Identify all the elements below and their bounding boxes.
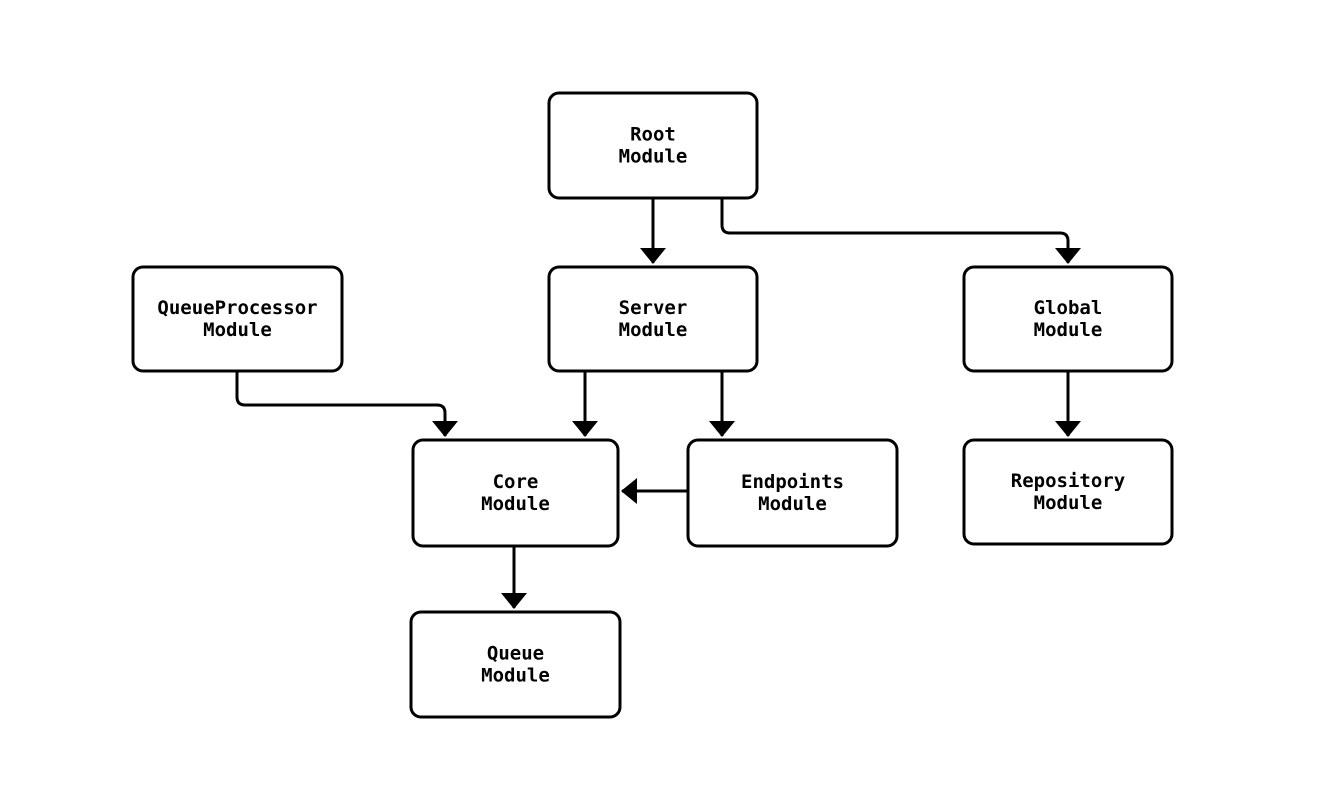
edge-root-to-global	[720, 198, 1081, 264]
node-box-repository	[962, 438, 1174, 546]
edges-layer	[235, 198, 1081, 609]
edge-queueprocessor-to-core	[235, 371, 458, 437]
node-box-global	[962, 265, 1174, 373]
node-box-queueprocessor	[131, 265, 344, 373]
node-label-line: Queue	[487, 643, 544, 665]
node-label-line: Root	[630, 124, 676, 146]
node-label-line: Module	[758, 493, 827, 515]
node-label-line: Module	[481, 493, 550, 515]
node-label-line: Module	[619, 146, 688, 168]
node-box-server	[547, 265, 759, 373]
node-label-line: Endpoints	[741, 471, 844, 493]
node-box-root	[547, 91, 759, 200]
node-box-core	[411, 438, 620, 548]
node-label-line: Module	[619, 319, 688, 341]
node-label-line: Core	[493, 471, 539, 493]
node-label-line: Global	[1034, 297, 1103, 319]
node-label-line: Module	[203, 319, 272, 341]
node-label-line: Repository	[1011, 470, 1125, 492]
node-label-line: QueueProcessor	[157, 297, 317, 319]
node-box-queue	[409, 610, 622, 719]
node-label-line: Module	[1034, 492, 1103, 514]
node-label-line: Server	[619, 297, 688, 319]
node-box-endpoints	[686, 438, 899, 548]
node-label-line: Module	[481, 665, 550, 687]
node-label-line: Module	[1034, 319, 1103, 341]
